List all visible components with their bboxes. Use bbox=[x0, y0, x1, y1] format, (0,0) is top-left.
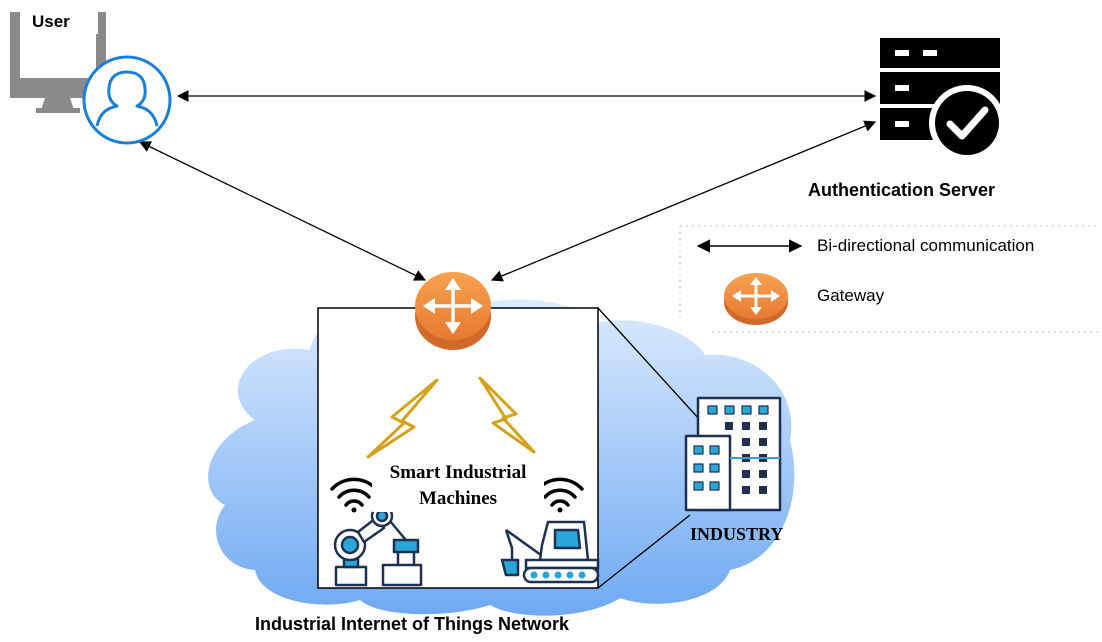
legend-gateway-label: Gateway bbox=[817, 286, 885, 305]
server-icon bbox=[880, 38, 1005, 161]
user-avatar-icon bbox=[82, 55, 172, 145]
machines-label-line1: Smart Industrial bbox=[389, 462, 527, 483]
industry-link-bottom bbox=[597, 514, 691, 589]
machines-label: Smart Industrial Machines bbox=[372, 460, 544, 512]
user-label-bg bbox=[20, 10, 98, 34]
legend-gateway-icon bbox=[724, 273, 788, 325]
arrow-user-gateway bbox=[138, 141, 427, 281]
user-label: User bbox=[32, 12, 70, 31]
industry-building-icon bbox=[684, 396, 782, 512]
lightning-right-icon bbox=[478, 376, 536, 454]
arrow-server-gateway bbox=[490, 120, 877, 282]
gateway-icon bbox=[415, 272, 491, 350]
industry-link-top bbox=[597, 307, 701, 421]
lightning-left-icon bbox=[366, 378, 439, 459]
industry-label: INDUSTRY bbox=[690, 524, 784, 544]
legend-bidirectional-label: Bi-directional communication bbox=[817, 236, 1035, 255]
machines-label-line2: Machines bbox=[418, 488, 498, 509]
network-label: Industrial Internet of Things Network bbox=[255, 614, 570, 634]
legend-border bbox=[679, 225, 1100, 333]
excavator-icon bbox=[500, 520, 600, 584]
server-label: Authentication Server bbox=[808, 180, 996, 200]
